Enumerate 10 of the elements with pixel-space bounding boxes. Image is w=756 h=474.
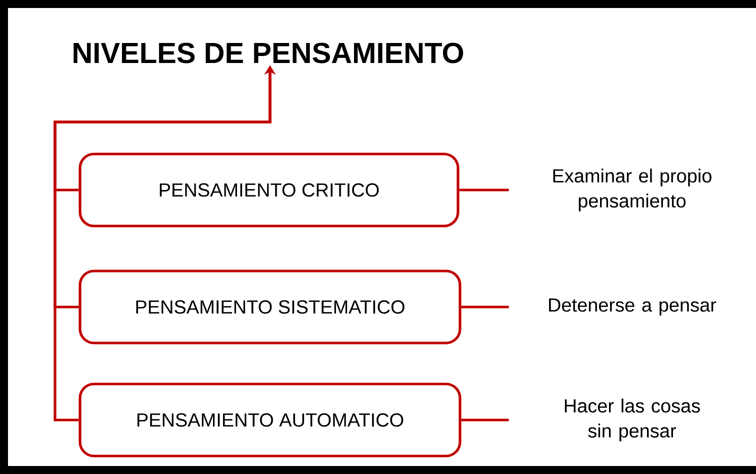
process-box: PENSAMIENTO CRITICO: [78, 152, 460, 228]
connector-line: [459, 188, 509, 192]
process-box: PENSAMIENTO AUTOMATICO: [78, 382, 462, 458]
description-text: Examinar el propio pensamiento: [553, 168, 712, 212]
connector-line: [461, 306, 509, 308]
description-text: Detenerse a pensar: [549, 298, 716, 316]
heading: NIVELES DE PENSAMIENTO: [74, 42, 464, 64]
description-text: Hacer las cosas sin pensar: [564, 398, 700, 442]
process-box: PENSAMIENTO SISTEMATICO: [78, 270, 462, 344]
connector-line: [461, 418, 509, 422]
